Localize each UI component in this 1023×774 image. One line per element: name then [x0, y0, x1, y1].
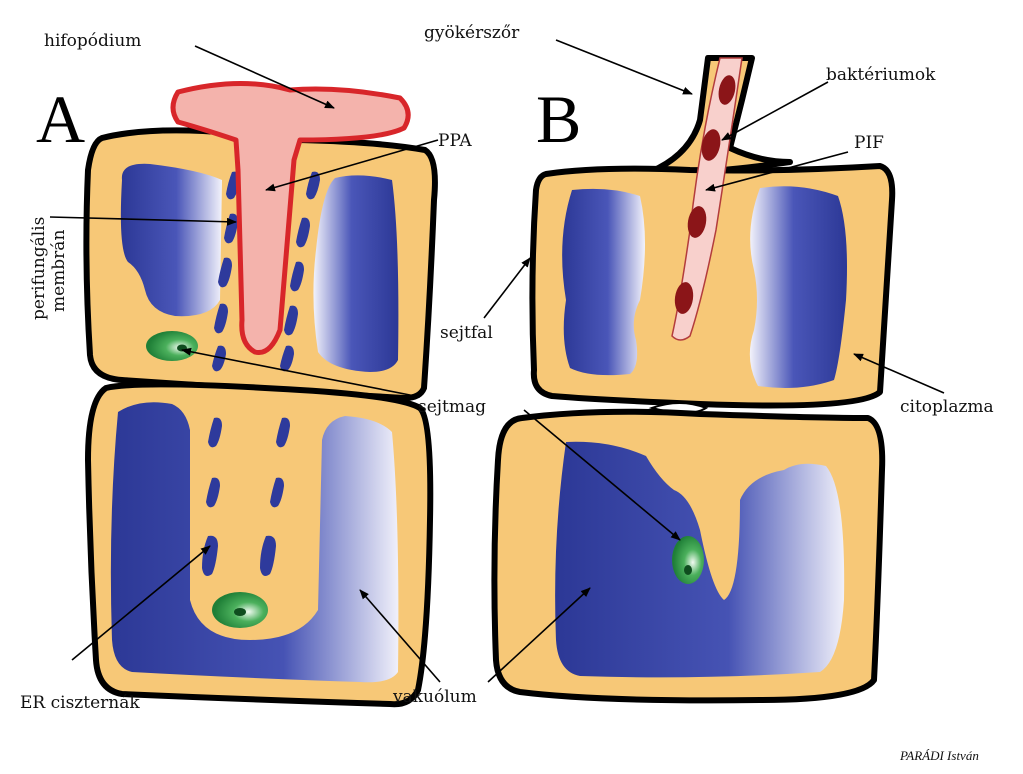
label-citoplazma: citoplazma: [900, 397, 994, 417]
label-perifungalis: perifungális membrán: [29, 217, 69, 320]
vacuole-a-top-right: [313, 175, 399, 372]
label-ppa: PPA: [438, 131, 472, 151]
vacuole-b-top-left: [562, 188, 645, 376]
er-cisternae-a: [202, 171, 320, 576]
vacuole-b-top-right: [749, 186, 847, 388]
nucleus-b: [672, 536, 704, 584]
panel-label-b: B: [536, 81, 581, 157]
label-pif: PIF: [854, 133, 884, 153]
label-bakteriumok: baktériumok: [826, 65, 936, 85]
label-gyokerszor: gyökérszőr: [424, 23, 520, 43]
label-vakuolum: vakuólum: [392, 687, 477, 707]
hyphopodium: [170, 80, 411, 356]
panel-a: [83, 80, 438, 708]
arrows: [49, 39, 945, 683]
nucleus-a-top: [146, 331, 198, 361]
vacuole-a-bottom: [110, 402, 399, 683]
label-sejtfal: sejtfal: [440, 323, 493, 343]
panel-b: [491, 55, 896, 704]
bacteria: [674, 75, 736, 314]
label-perifungalis-line2: membrán: [49, 230, 69, 312]
vacuole-a-top-left: [120, 163, 222, 317]
label-sejtmag: sejtmag: [418, 397, 486, 417]
label-perifungalis-line1: perifungális: [29, 217, 49, 320]
infection-thread: [671, 57, 743, 341]
panel-label-a: A: [36, 81, 85, 157]
label-hifopodium: hifopódium: [44, 31, 141, 51]
label-er-ciszternak: ER ciszternák: [20, 693, 140, 713]
credit-author: PARÁDI István: [899, 748, 979, 763]
